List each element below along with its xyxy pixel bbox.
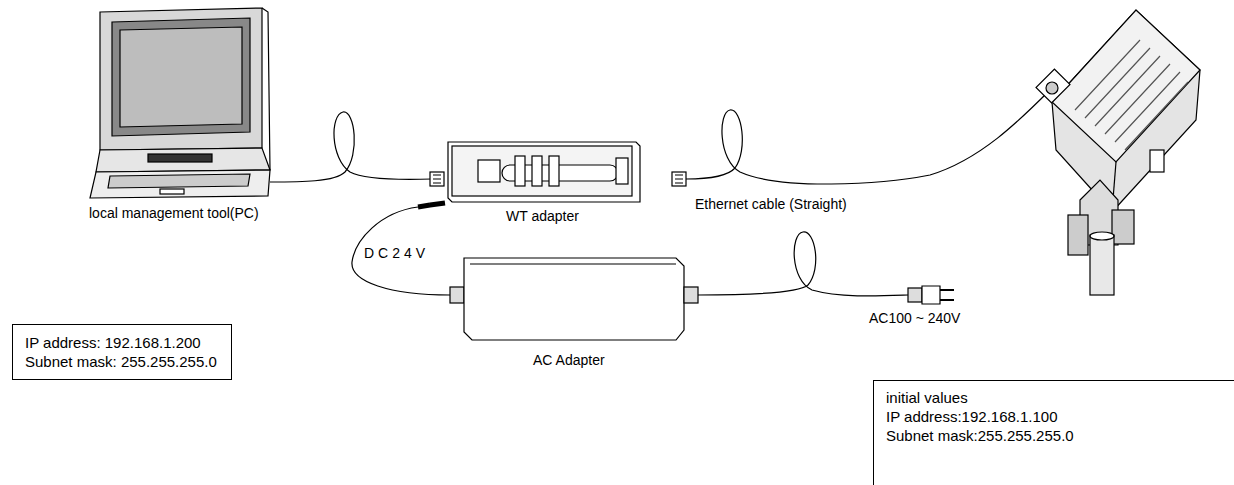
ac-plug	[908, 286, 954, 304]
info-box: IP address: 192.168.1.200Subnet mask: 25…	[12, 324, 232, 380]
rj45-plug	[430, 172, 444, 186]
box-text: Subnet mask:255.255.255.0	[886, 426, 1224, 445]
device-label: AC Adapter	[532, 352, 606, 369]
ac-cable	[698, 232, 908, 296]
device-label: local management tool(PC)	[88, 205, 260, 222]
device-label: WT adapter	[505, 208, 580, 225]
device-label: AC100 ~ 240V	[868, 310, 961, 327]
ethernet-cable	[686, 90, 1050, 184]
ac-adapter	[450, 258, 698, 340]
info-box: initial valuesIP address:192.168.1.100Su…	[873, 380, 1234, 485]
access-point	[1036, 10, 1200, 295]
box-text: IP address:192.168.1.100	[886, 407, 1224, 426]
dc-cable	[352, 207, 450, 295]
cable	[270, 112, 432, 182]
box-text: Subnet mask: 255.255.255.0	[25, 352, 219, 371]
wt-adapter	[448, 142, 640, 202]
box-text: IP address: 192.168.1.200	[25, 333, 219, 352]
rj45-plug	[672, 172, 686, 186]
box-text: initial values	[886, 388, 1224, 407]
dc-plug	[418, 203, 445, 207]
device-label: Ethernet cable (Straight)	[694, 196, 848, 213]
laptop	[90, 8, 270, 198]
device-label: DC24V	[363, 245, 430, 262]
